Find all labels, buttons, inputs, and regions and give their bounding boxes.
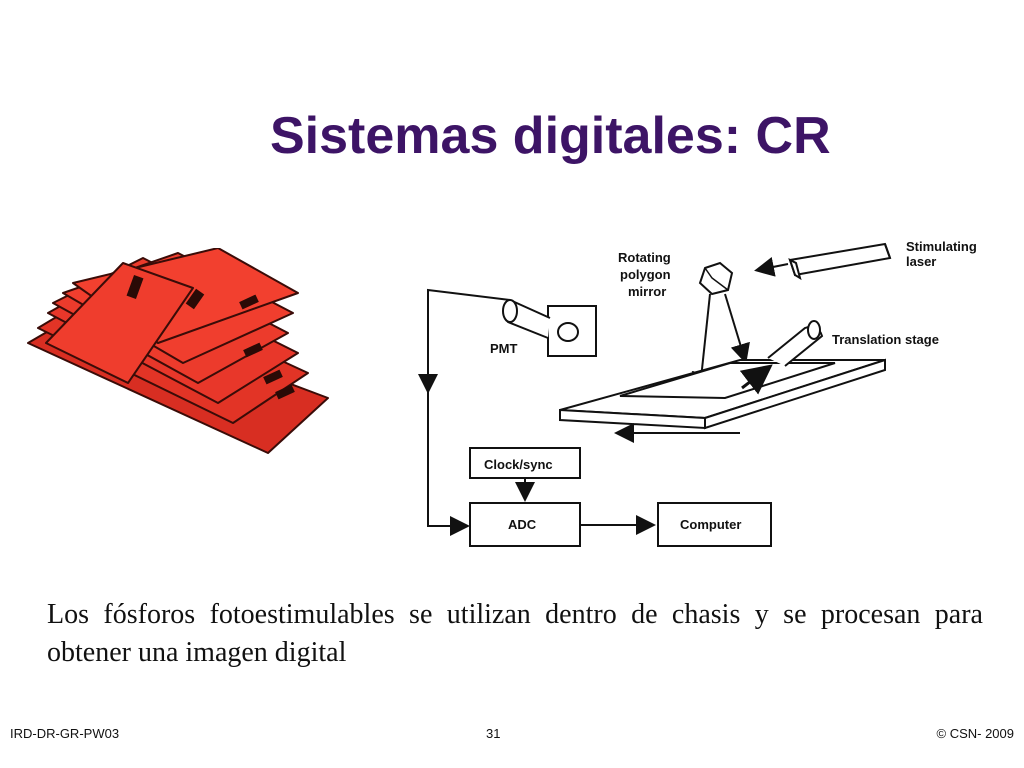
label-laser: laser	[906, 254, 936, 269]
cassette-top	[45, 262, 194, 384]
cassette-latch-2	[185, 288, 205, 310]
cr-reader-diagram: Stimulating laser Rotating polygon mirro…	[418, 239, 977, 547]
footer-copyright: © CSN- 2009	[936, 726, 1015, 741]
label-rotating: Rotating	[618, 250, 671, 265]
cassette-latch-4	[243, 342, 263, 358]
cassette-latch-5	[263, 369, 283, 385]
pmt-signal-line	[418, 288, 511, 394]
cassette-latch-6	[275, 384, 295, 400]
laser-beam-arrow	[754, 257, 789, 277]
laser-device	[788, 242, 892, 281]
label-clock-sync: Clock/sync	[484, 457, 553, 472]
label-pmt: PMT	[490, 341, 518, 356]
slide-title: Sistemas digitales: CR	[270, 107, 831, 165]
cassettes-photo	[27, 248, 329, 454]
label-polygon: polygon	[620, 267, 671, 282]
beam-down-2	[724, 293, 750, 364]
label-translation-stage: Translation stage	[832, 332, 939, 347]
label-computer: Computer	[680, 517, 741, 532]
cassette-latch-3	[239, 294, 259, 310]
label-adc: ADC	[508, 517, 537, 532]
stage-motion-arrow	[739, 364, 773, 395]
cassette-latch-1	[126, 274, 144, 300]
footer-page-number: 31	[486, 726, 501, 741]
label-mirror: mirror	[628, 284, 666, 299]
footer-code: IRD-DR-GR-PW03	[10, 726, 120, 741]
body-text: Los fósforos fotoestimulables se utiliza…	[47, 599, 983, 668]
computer-box	[657, 502, 772, 547]
translation-stage	[559, 320, 886, 430]
clock-sync-box	[469, 447, 581, 479]
signal-to-adc-line	[427, 390, 470, 536]
label-stimulating: Stimulating	[906, 239, 977, 254]
